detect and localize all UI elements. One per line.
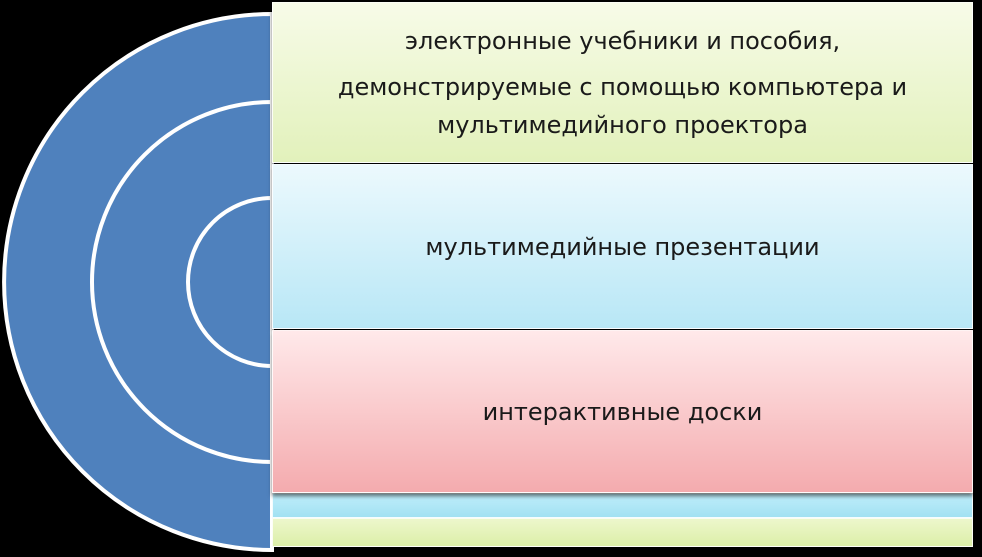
band-multimedia-presentations-tail [272, 493, 973, 518]
arc-middle [90, 99, 274, 465]
band-multimedia-presentations-label: мультимедийные презентации [425, 232, 820, 261]
band-electronic-textbooks: электронные учебники и пособия, демонстр… [272, 2, 973, 163]
band-multimedia-presentations: мультимедийные презентации [272, 164, 973, 329]
band-interactive-boards-label: интерактивные доски [482, 397, 763, 426]
band-electronic-textbooks-line2: демонстрируемые с помощью компьютера и м… [337, 72, 908, 139]
band-electronic-textbooks-line1: электронные учебники и пособия, [404, 26, 841, 55]
arc-inner [186, 195, 274, 369]
band-electronic-textbooks-tail [272, 518, 973, 547]
band-interactive-boards: интерактивные доски [272, 330, 973, 493]
band-electronic-textbooks-text: электронные учебники и пособия, демонстр… [273, 22, 972, 144]
